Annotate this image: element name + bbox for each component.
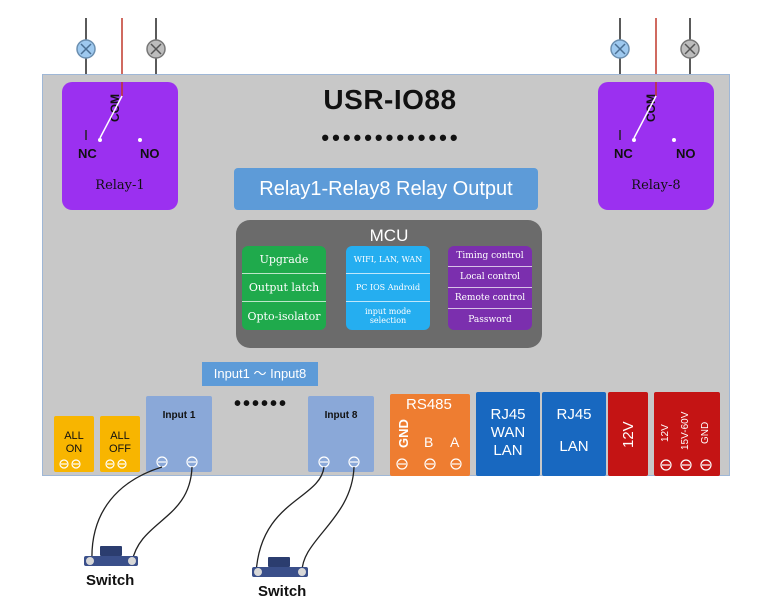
terminal-screw-icon [76,39,96,59]
mcu-cell: Timing control [448,246,532,267]
input-label: Input 1 [162,410,196,421]
relay-1-block: NC NO COM Relay-1 [62,82,178,210]
rj45-line2: WAN [490,424,526,441]
input-continuation-dots: •••••• [233,393,288,415]
relay-label: Relay-1 [95,178,145,193]
mcu-cell: input mode selection [365,307,411,325]
switch-label: Switch [258,583,307,600]
mcu-purple-group: Timing control Local control Remote cont… [448,246,532,330]
mcu-block: MCU Upgrade Output latch Opto-isolator W… [236,220,542,348]
all-off-line2: OFF [109,443,131,455]
mcu-cell: Opto-isolator [247,309,321,323]
mcu-cell: Output latch [242,274,326,302]
push-switch-icon [252,557,308,577]
relay-nc-label: NC [78,146,97,161]
continuation-dots: ••••••••••••• [321,125,461,150]
all-on-line2: ON [65,443,83,455]
terminal-screw-icon [610,39,630,59]
rj45-line1: RJ45 [490,406,526,423]
mcu-cell: PC IOS Android [346,274,430,302]
input-range-label: Input1 ～ Input8 [202,362,318,386]
mcu-blue-group: WIFI, LAN, WAN PC IOS Android input mode… [346,246,430,330]
power-12v-jack: 12V [608,392,648,476]
input-1-block: Input 1 [146,396,212,472]
all-on-line1: ALL [64,430,84,442]
push-switch-icon [84,546,138,566]
rs485-b-label: B [424,434,434,450]
relay-no-label: NO [676,146,696,161]
rj45-line2: LAN [559,438,589,455]
terminal-screw-icon [680,39,700,59]
input-8-block: Input 8 [308,396,374,472]
mcu-cell: Upgrade [242,246,326,274]
rj45-line3: LAN [493,442,523,459]
relay-nc-label: NC [614,146,633,161]
rj45-lan-port[interactable]: RJ45 LAN [542,392,606,476]
input-label: Input 8 [324,410,358,421]
relay-output-banner: Relay1-Relay8 Relay Output [234,168,538,210]
relay-label: Relay-8 [631,178,681,193]
rs485-title: RS485 [406,396,452,413]
mcu-cell: WIFI, LAN, WAN [346,246,430,274]
relay-no-label: NO [140,146,160,161]
switch-label: Switch [86,572,135,589]
mcu-title: MCU [369,226,409,245]
mcu-cell: Local control [448,267,532,288]
terminal-slot-icon [61,461,710,466]
rj45-line1: RJ45 [556,406,592,423]
mcu-cell: Password [468,314,512,325]
relay-8-block: NC NO COM Relay-8 [598,82,714,210]
rj45-wan-port[interactable]: RJ45 WAN LAN [476,392,540,476]
mcu-cell: Remote control [448,288,532,309]
all-off-line1: ALL [110,430,130,442]
terminal-screw-icon [146,39,166,59]
mcu-green-group: Upgrade Output latch Opto-isolator [242,246,326,330]
page-title: USR-IO88 [323,84,457,115]
rs485-a-label: A [450,434,460,450]
